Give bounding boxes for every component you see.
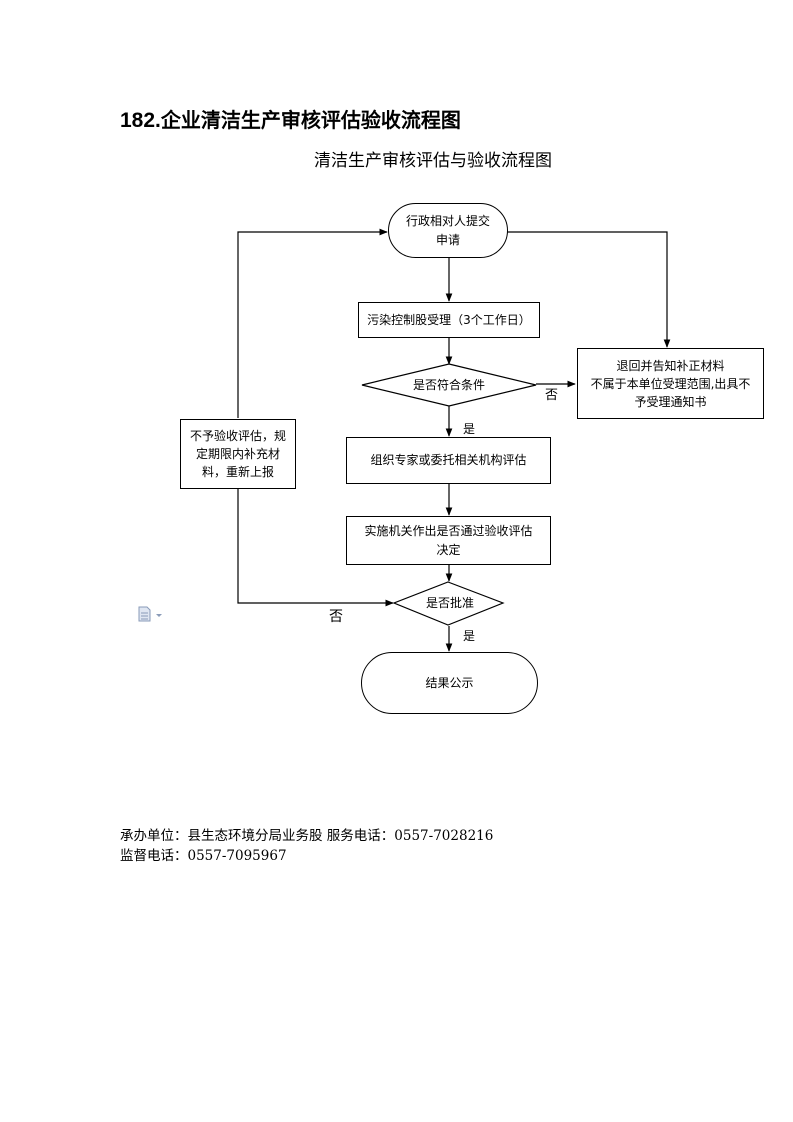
footer-contact-line: 承办单位：县生态环境分局业务股 服务电话：0557-7028216: [120, 828, 494, 844]
node-evaluate-label: 组织专家或委托相关机构评估: [370, 453, 527, 467]
flowchart-title: 清洁生产审核评估与验收流程图: [314, 151, 552, 171]
label-no-conditions: 否: [545, 388, 559, 403]
node-supplement-line-2: 定期限内补充材: [195, 447, 280, 461]
node-reject-line-1: 退回并告知补正材料: [616, 358, 725, 373]
node-decide-line-2: 决定: [436, 542, 461, 557]
node-accept-label: 污染控制股受理（3个工作日）: [367, 312, 531, 327]
node-submit-application: 行政相对人提交申请: [388, 203, 508, 258]
page-title: 182.企业清洁生产审核评估验收流程图: [120, 104, 461, 133]
node-submit-line-1: 行政相对人提交: [405, 213, 490, 228]
decision-conditions-label: 是否符合条件: [413, 378, 486, 392]
document-dropdown-icon[interactable]: [138, 606, 164, 622]
page-number: 182.: [120, 109, 161, 132]
label-yes-conditions: 是: [463, 422, 476, 436]
node-reject-line-2: 不属于本单位受理范围,出具不: [590, 376, 751, 391]
node-decide-line-1: 实施机关作出是否通过验收评估: [364, 523, 533, 538]
node-evaluate: 组织专家或委托相关机构评估: [346, 437, 551, 484]
decision-approve-label: 是否批准: [426, 596, 475, 610]
node-supplement-line-3: 料，重新上报: [201, 465, 274, 479]
page-title-text: 企业清洁生产审核评估验收流程图: [160, 108, 461, 132]
node-reject: 退回并告知补正材料不属于本单位受理范围,出具不予受理通知书: [577, 348, 764, 419]
node-submit-line-2: 申请: [435, 232, 460, 247]
node-supplement-line-1: 不予验收评估，规: [189, 429, 286, 443]
arrow-start-to-reject: [507, 231, 671, 348]
arrow-approve-no: [237, 489, 394, 607]
node-publish-label: 结果公示: [425, 675, 474, 690]
label-yes-approve: 是: [463, 629, 476, 643]
node-accept: 污染控制股受理（3个工作日）: [358, 302, 540, 338]
footer-supervision-line: 监督电话：0557-7095967: [120, 848, 287, 864]
arrow-supplement-to-start: [237, 228, 388, 418]
label-no-approve: 否: [329, 609, 343, 625]
node-supplement: 不予验收评估，规定期限内补充材料，重新上报: [180, 419, 296, 489]
node-decide: 实施机关作出是否通过验收评估决定: [346, 516, 551, 565]
node-reject-line-3: 予受理通知书: [634, 394, 707, 409]
node-publish: 结果公示: [361, 652, 538, 714]
footer: 承办单位：县生态环境分局业务股 服务电话：0557-7028216 监督电话：0…: [120, 826, 493, 866]
